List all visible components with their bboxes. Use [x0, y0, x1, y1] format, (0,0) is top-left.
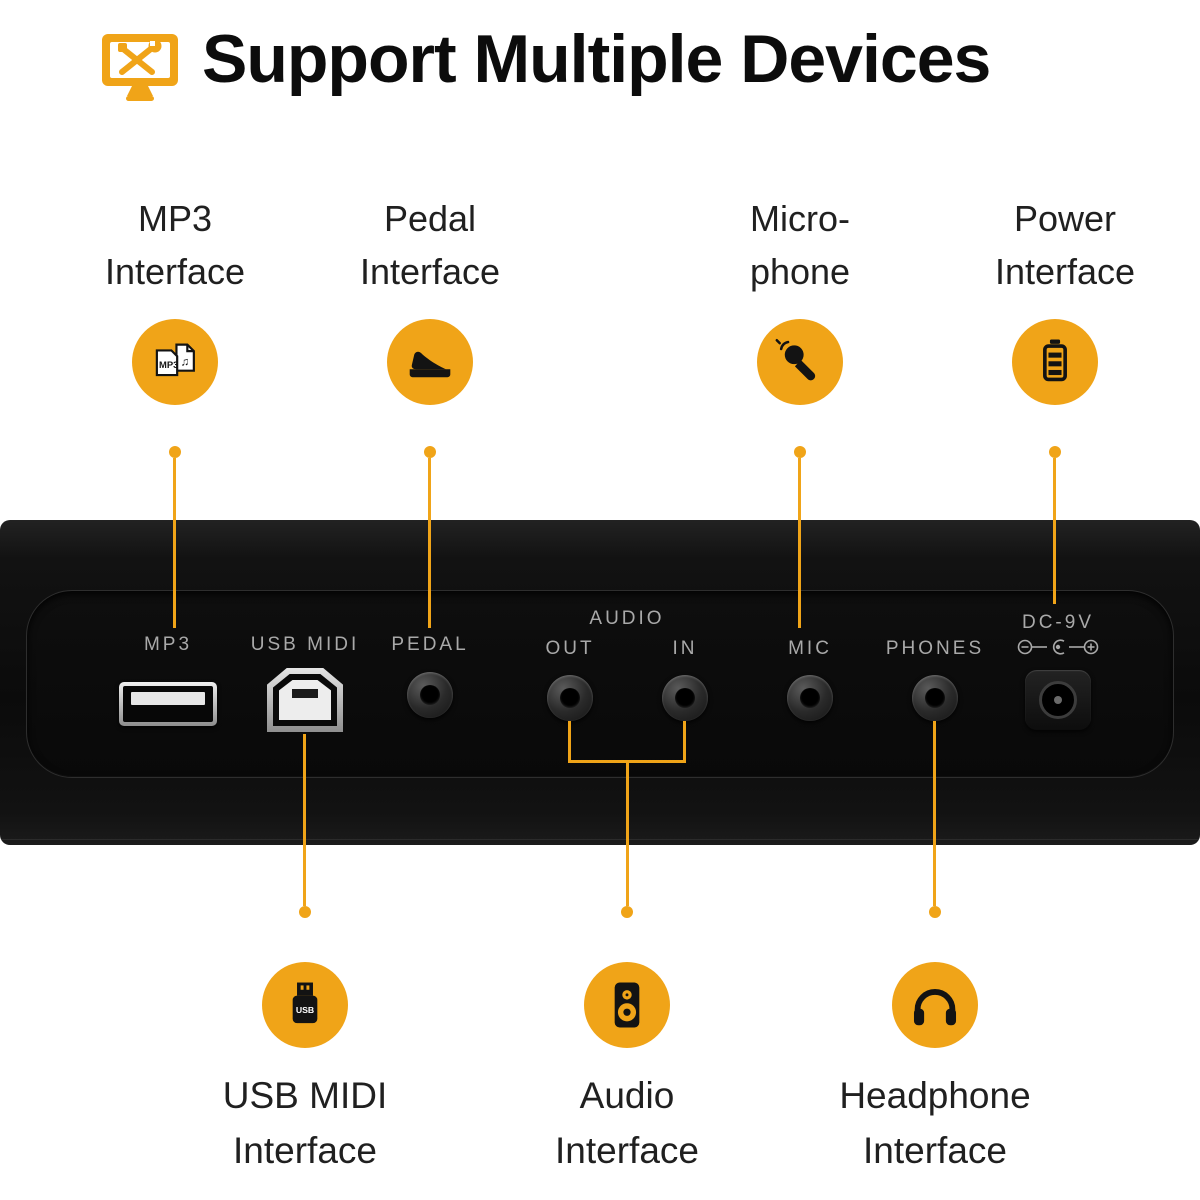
label-line: Power [1013, 198, 1117, 239]
connector-dot [929, 906, 941, 918]
audio-out-stub-line [568, 721, 571, 763]
phones-connector-line [933, 721, 936, 906]
connector-dot [424, 446, 436, 458]
label-line: Interface [555, 1130, 699, 1171]
pedal-jack [407, 672, 453, 718]
headphones-icon [892, 962, 978, 1048]
port-label-usb-midi: USB MIDI [250, 634, 360, 655]
label-line: Interface [104, 251, 246, 292]
mp3-connector-line [173, 458, 176, 628]
label-line: Micro- [750, 198, 850, 239]
dc-hole [1039, 681, 1077, 719]
port-label-mic: MIC [788, 638, 832, 659]
label-line: Audio [579, 1075, 675, 1116]
microphone-icon [757, 319, 843, 405]
battery-icon [1012, 319, 1098, 405]
label-line: MP3 [137, 198, 213, 239]
connector-dot [1049, 446, 1061, 458]
connector-dot [621, 906, 633, 918]
port-label-out: OUT [545, 638, 595, 659]
polarity-icon [1017, 639, 1099, 655]
tools-monitor-icon [98, 26, 182, 110]
label-mp3-interface: MP3 Interface [25, 192, 325, 298]
mic-connector-line [798, 458, 801, 628]
pedal-icon [387, 319, 473, 405]
usb-midi-connector-line [303, 734, 306, 906]
usb-b-insert [279, 680, 331, 720]
port-label-in: IN [672, 638, 698, 659]
label-headphone-interface: Headphone Interface [755, 1068, 1115, 1178]
page-title: Support Multiple Devices [202, 21, 991, 97]
mic-jack [787, 675, 833, 721]
power-connector-line [1053, 458, 1056, 604]
label-pedal-interface: Pedal Interface [280, 192, 580, 298]
keyboard-rear-panel: MP3 USB MIDI PEDAL AUDIO OUT IN MIC PHON… [0, 520, 1200, 845]
port-label-pedal: PEDAL [391, 634, 469, 655]
dc-power-port [1025, 670, 1091, 730]
label-microphone: Micro- phone [650, 192, 950, 298]
svg-text:MP3: MP3 [159, 359, 178, 370]
svg-text:USB: USB [296, 1005, 314, 1015]
phones-jack [912, 675, 958, 721]
label-line: Interface [994, 251, 1136, 292]
label-usb-midi-interface: USB MIDI Interface [125, 1068, 485, 1178]
port-label-audio: AUDIO [589, 608, 665, 629]
usb-b-contact-slot [292, 689, 318, 698]
connector-dot [169, 446, 181, 458]
label-line: phone [749, 251, 851, 292]
label-line: Pedal [383, 198, 477, 239]
label-line: Headphone [839, 1075, 1031, 1116]
label-audio-interface: Audio Interface [447, 1068, 807, 1178]
mp3-usb-a-port [119, 682, 217, 726]
mp3-file-icon: ♫ MP3 [132, 319, 218, 405]
audio-connector-line [626, 760, 629, 906]
audio-in-stub-line [683, 721, 686, 763]
usb-a-cavity [123, 686, 213, 722]
audio-out-jack [547, 675, 593, 721]
audio-in-jack [662, 675, 708, 721]
label-line: Interface [359, 251, 501, 292]
port-label-phones: PHONES [885, 638, 985, 659]
usb-a-tongue [131, 692, 205, 705]
label-line: USB MIDI [222, 1075, 388, 1116]
usb-midi-port [267, 668, 343, 732]
connector-dot [299, 906, 311, 918]
pedal-connector-line [428, 458, 431, 628]
dc-pin [1054, 696, 1062, 704]
label-line: Interface [233, 1130, 377, 1171]
usb-plug-icon: USB [262, 962, 348, 1048]
speaker-icon [584, 962, 670, 1048]
svg-text:♫: ♫ [181, 356, 190, 369]
connector-dot [794, 446, 806, 458]
port-label-dc-9v: DC-9V [1021, 612, 1095, 633]
connector-recess [26, 590, 1174, 778]
label-line: Interface [863, 1130, 1007, 1171]
port-label-mp3: MP3 [143, 634, 193, 655]
label-power-interface: Power Interface [915, 192, 1200, 298]
